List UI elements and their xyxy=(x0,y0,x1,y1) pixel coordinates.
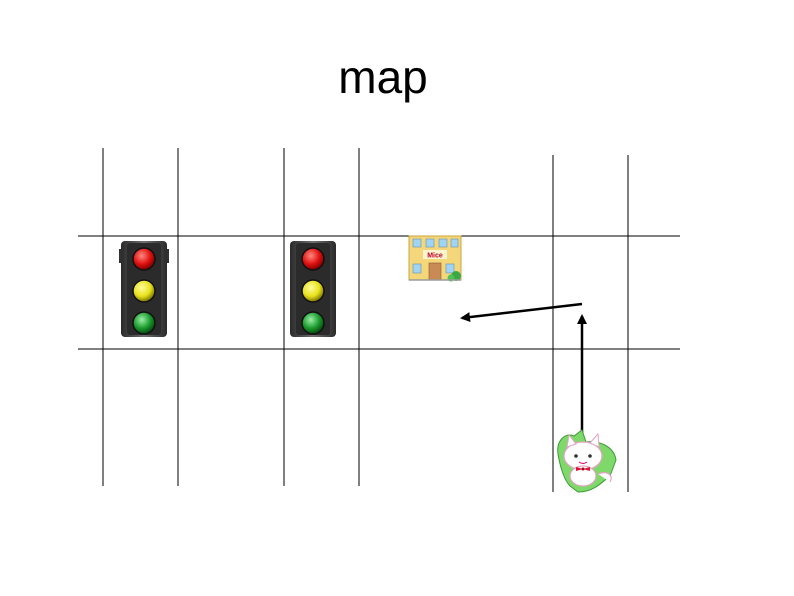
road-grid xyxy=(78,148,680,492)
yellow-light-icon xyxy=(301,279,325,303)
red-light-icon xyxy=(132,247,156,271)
green-light-icon xyxy=(301,311,325,335)
green-light-icon xyxy=(132,311,156,335)
route-arrow-left xyxy=(460,302,583,323)
traffic-light-left xyxy=(119,241,169,337)
route-path xyxy=(460,302,587,455)
building-sign: Mice xyxy=(427,253,443,260)
yellow-light-icon xyxy=(132,279,156,303)
slide-title: map xyxy=(338,51,428,103)
cat-icon xyxy=(557,429,617,493)
red-light-icon xyxy=(301,247,325,271)
mice-building: Mice xyxy=(408,235,462,282)
traffic-light-middle xyxy=(290,241,336,337)
